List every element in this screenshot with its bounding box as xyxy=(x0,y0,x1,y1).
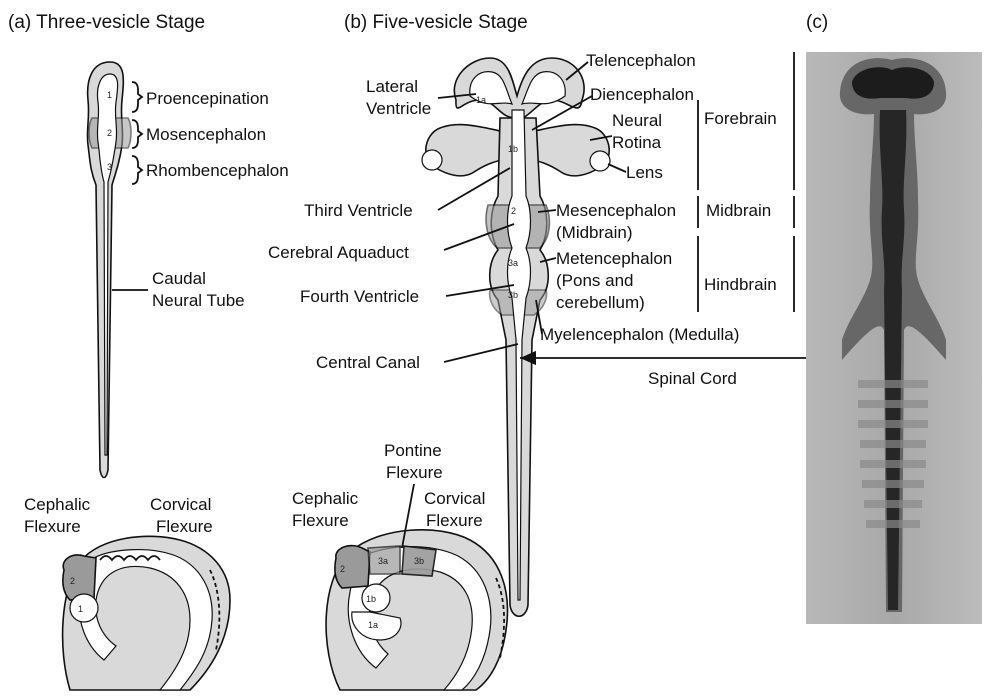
vesicle-number: 1b xyxy=(508,144,518,154)
panel-c-title: (c) xyxy=(806,12,828,33)
vesicle-number: 1a xyxy=(476,95,486,105)
label-third-ventricle: Third Ventricle xyxy=(304,201,413,220)
label-lateral: Lateral xyxy=(366,77,418,96)
vesicle-number: 3a xyxy=(378,556,388,566)
vesicle-number: 3b xyxy=(414,556,424,566)
label-cervical-flexure-b: Flexure xyxy=(426,511,483,530)
label-midbrain-paren: (Midbrain) xyxy=(556,223,633,242)
label-rhombencephalon: Rhombencephalon xyxy=(146,161,289,180)
label-myelencephalon: Myelencephalon (Medulla) xyxy=(540,325,739,344)
label-retina: Rotina xyxy=(612,133,662,152)
label-cervical-flexure: Flexure xyxy=(156,517,213,536)
panel-a-title: (a) Three-vesicle Stage xyxy=(8,12,205,33)
vesicle-number: 1b xyxy=(366,594,376,604)
embryo-photograph xyxy=(806,52,982,624)
label-cervical: Corvical xyxy=(150,495,211,514)
label-pons: (Pons and xyxy=(556,271,634,290)
label-hindbrain: Hindbrain xyxy=(704,275,777,294)
label-cerebral-aqueduct: Cerebral Aquaduct xyxy=(268,243,409,262)
label-pontine-flexure: Flexure xyxy=(386,463,443,482)
label-cephalic-b: Cephalic xyxy=(292,489,359,508)
label-cephalic-flexure-b: Flexure xyxy=(292,511,349,530)
panel-b-title: (b) Five-vesicle Stage xyxy=(344,12,528,33)
embryo-a-illustration: 2 1 xyxy=(63,536,230,690)
label-midbrain: Midbrain xyxy=(706,201,771,220)
label-spinal-cord: Spinal Cord xyxy=(648,369,737,388)
label-pontine: Pontine xyxy=(384,441,442,460)
label-mesencephalon: Mesencephalon xyxy=(556,201,676,220)
embryo-b-illustration: 2 3a 3b 1b 1a xyxy=(326,530,507,690)
label-fourth-ventricle: Fourth Ventricle xyxy=(300,287,419,306)
label-neural-tube: Neural Tube xyxy=(152,291,245,310)
vesicle-number: 2 xyxy=(511,206,516,216)
label-lens: Lens xyxy=(626,163,663,182)
label-cervical-b: Corvical xyxy=(424,489,485,508)
label-metencephalon: Metencephalon xyxy=(556,249,672,268)
vesicle-number: 3a xyxy=(508,258,518,268)
vesicle-number: 3 xyxy=(107,162,112,172)
vesicle-number: 2 xyxy=(340,564,345,574)
label-cerebellum: cerebellum) xyxy=(556,293,645,312)
label-telencephalon: Telencephalon xyxy=(586,51,696,70)
label-caudal: Caudal xyxy=(152,269,206,288)
label-mesencephalon: Mosencephalon xyxy=(146,125,266,144)
label-proencephalon: Proencepination xyxy=(146,89,269,108)
label-ventricle: Ventricle xyxy=(366,99,431,118)
vesicle-number: 1 xyxy=(107,90,112,100)
label-central-canal: Central Canal xyxy=(316,353,420,372)
label-neural: Neural xyxy=(612,111,662,130)
vesicle-number: 3b xyxy=(508,290,518,300)
vesicle-number: 2 xyxy=(107,128,112,138)
label-cephalic: Cephalic xyxy=(24,495,91,514)
vesicle-number: 1 xyxy=(78,604,83,614)
vesicle-number: 1a xyxy=(368,620,378,630)
label-cephalic-flexure: Flexure xyxy=(24,517,81,536)
three-vesicle-tube: 1 2 3 xyxy=(87,62,131,478)
label-forebrain: Forebrain xyxy=(704,109,777,128)
label-diencephalon: Diencephalon xyxy=(590,85,694,104)
vesicle-number: 2 xyxy=(70,576,75,586)
